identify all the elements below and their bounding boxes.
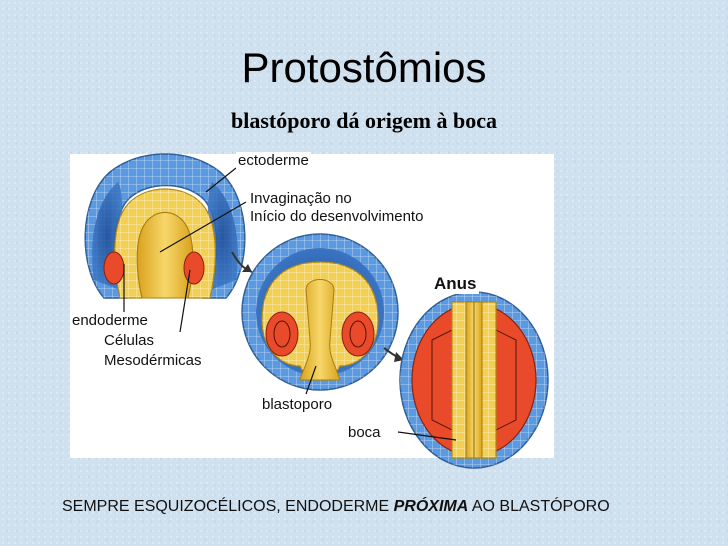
label-celulas: Células [102, 332, 157, 349]
leader-blastoporo [305, 365, 317, 395]
footer-emphasis: PRÓXIMA [393, 498, 469, 515]
leader-invaginacao [159, 201, 247, 253]
label-invaginacao-2: Início do desenvolvimento [248, 208, 426, 225]
arrow-1-head [242, 264, 252, 272]
label-boca: boca [346, 424, 383, 441]
label-ectoderme: ectoderme [236, 152, 311, 169]
footer-text-before: SEMPRE ESQUIZOCÉLICOS, ENDODERME [62, 498, 394, 515]
leader-celulas [179, 269, 191, 333]
label-anus: Anus [432, 274, 479, 294]
label-blastoporo: blastoporo [260, 396, 335, 413]
leader-boca [397, 431, 457, 441]
page-subtitle: blastóporo dá origem à boca [230, 108, 498, 133]
label-invaginacao-1: Invaginação no [248, 190, 354, 207]
label-mesodermicas: Mesodérmicas [102, 352, 204, 369]
page-title: Protostômios [241, 44, 487, 91]
embryo-complete-gut [399, 291, 549, 469]
leader-ectoderme [205, 167, 237, 193]
label-endoderme: endoderme [70, 312, 150, 329]
footer-text-after: AO BLASTÓPORO [468, 498, 610, 515]
embryo-early-gastrula [84, 153, 246, 299]
embryo-blastopore-stage [241, 233, 399, 391]
footer-note: SEMPRE ESQUIZOCÉLICOS, ENDODERME PRÓXIMA… [62, 498, 610, 516]
